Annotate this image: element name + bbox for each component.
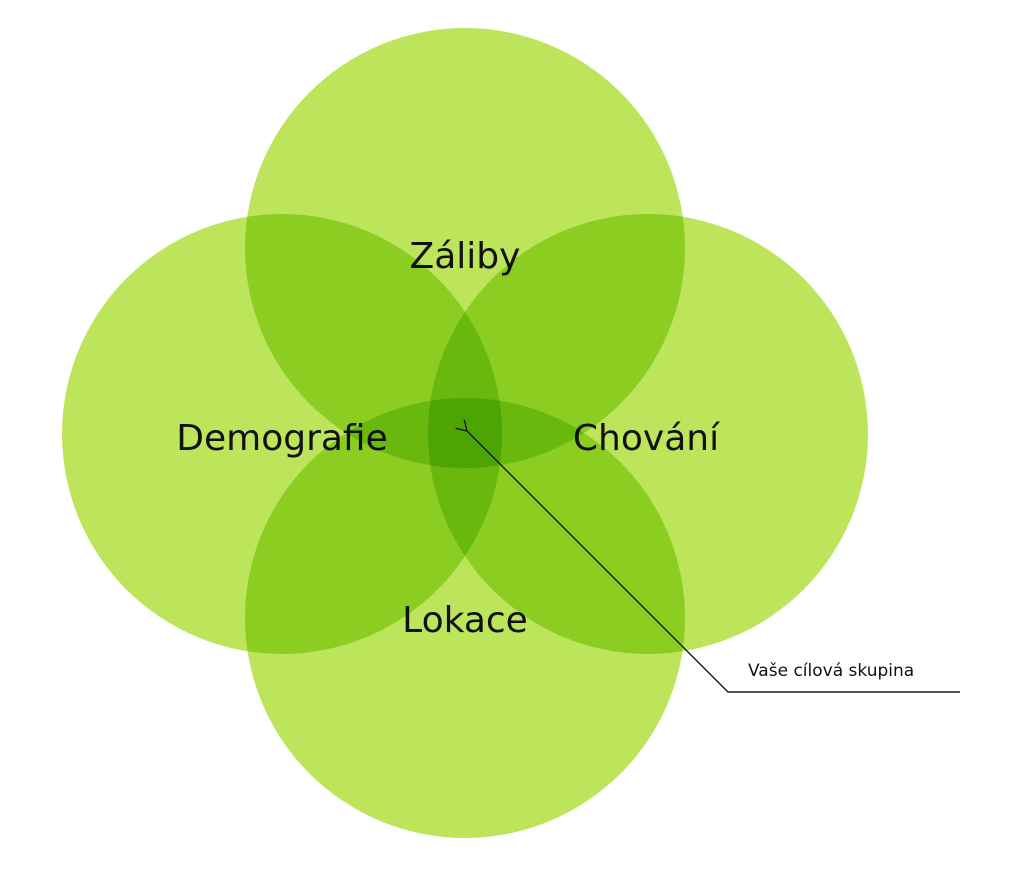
callout-line bbox=[455, 419, 960, 693]
label-top: Záliby bbox=[410, 236, 521, 277]
circle-group bbox=[62, 28, 868, 838]
callout-label: Vaše cílová skupina bbox=[748, 661, 914, 681]
label-left: Demografie bbox=[176, 418, 388, 459]
label-right: Chování bbox=[573, 418, 720, 459]
circle-bottom bbox=[245, 398, 685, 838]
label-bottom: Lokace bbox=[402, 600, 528, 641]
